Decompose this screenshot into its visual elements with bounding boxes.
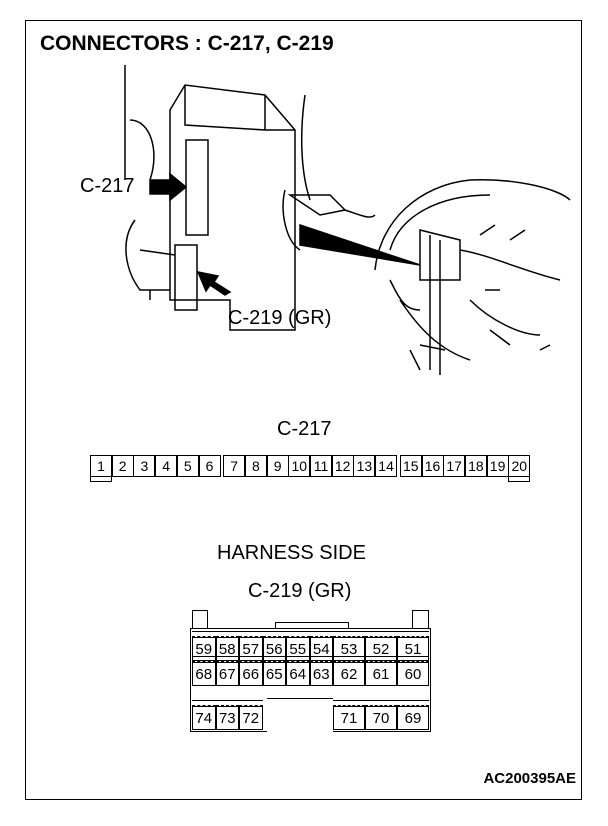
pin-latch-strip [239,700,263,706]
c217-pin: 6 [198,455,221,477]
c219-pin: 58 [215,637,239,661]
c219-pin: 60 [397,662,429,686]
harness-side-label: HARNESS SIDE [217,542,366,564]
connector-gap [267,698,333,735]
c217-pin: 18 [464,455,487,477]
c219-pin: 61 [365,662,397,686]
c219-pin: 56 [262,637,286,661]
c219-pin: 73 [215,706,239,730]
pin-latch-strip [262,631,286,637]
pin-latch-strip [365,700,397,706]
c219-connector-drawing [174,244,198,311]
c217-pin: 9 [266,455,289,477]
c217-pin: 12 [331,455,354,477]
pointer-wedge [299,223,421,266]
c219-pin: 51 [397,637,429,661]
c219-pin: 53 [333,637,365,661]
c219-pin: 55 [286,637,310,661]
pin-latch-strip [192,656,216,662]
c219-arrow [196,270,232,296]
c217-callout: C-217 [80,175,135,197]
pin-latch-strip [215,631,239,637]
c217-arrow [149,172,188,202]
c217-pin: 8 [244,455,267,477]
pin-latch-strip [333,631,365,637]
c219-pin: 69 [397,706,429,730]
pin-latch-strip [286,631,310,637]
c217-pin: 19 [486,455,509,477]
c217-pin: 16 [421,455,444,477]
c219-pin: 74 [192,706,216,730]
c217-pin: 2 [111,455,134,477]
vehicle-illustration [124,65,571,375]
pin-latch-strip [365,656,397,662]
c217-pin: 20 [508,455,531,477]
c217-pin: 17 [443,455,466,477]
c217-pin: 14 [375,455,398,477]
c217-pin: 10 [288,455,311,477]
pin-latch-strip [192,700,216,706]
pin-latch-strip [286,656,310,662]
figure-code: AC200395AE [483,770,576,787]
c217-pin: 5 [176,455,199,477]
pin-latch-strip [239,631,263,637]
page-title: CONNECTORS : C-217, C-219 [40,32,334,55]
c217-lock-tab [508,477,530,482]
pin-latch-strip [215,656,239,662]
c217-pin: 7 [223,455,246,477]
pin-latch-strip [333,700,365,706]
pin-latch-strip [239,656,263,662]
c217-pin: 15 [399,455,422,477]
c219-pin: 57 [239,637,263,661]
c219-pin: 70 [365,706,397,730]
c219-pin: 52 [365,637,397,661]
c219-pin: 68 [192,662,216,686]
c219-pin: 59 [192,637,216,661]
pin-latch-strip [192,631,216,637]
c219-pin: 64 [286,662,310,686]
c219-pin: 66 [239,662,263,686]
pin-latch-strip [309,631,333,637]
c217-pin: 13 [353,455,376,477]
c219-pin: 65 [262,662,286,686]
c219-pin: 63 [309,662,333,686]
c217-pin: 4 [155,455,178,477]
c219-callout: C-219 (GR) [228,307,332,329]
c219-pin: 54 [309,637,333,661]
c219-title: C-219 (GR) [248,580,352,602]
c217-title: C-217 [277,418,332,440]
c219-pin: 71 [333,706,365,730]
pin-latch-strip [215,700,239,706]
c217-pin: 3 [133,455,156,477]
pin-latch-strip [333,656,365,662]
c217-pin: 11 [310,455,332,477]
c219-pin: 67 [215,662,239,686]
pin-latch-strip [397,656,429,662]
c219-pin: 62 [333,662,365,686]
c219-pin: 72 [239,706,263,730]
pin-latch-strip [365,631,397,637]
pin-latch-strip [397,700,429,706]
pin-latch-strip [262,656,286,662]
c217-pin: 1 [90,455,112,477]
c217-lock-tab [90,477,112,482]
pin-latch-strip [397,631,429,637]
c217-connector-drawing [185,139,209,236]
ecu-box [169,84,296,331]
pin-latch-strip [309,656,333,662]
frame-border [25,20,582,800]
